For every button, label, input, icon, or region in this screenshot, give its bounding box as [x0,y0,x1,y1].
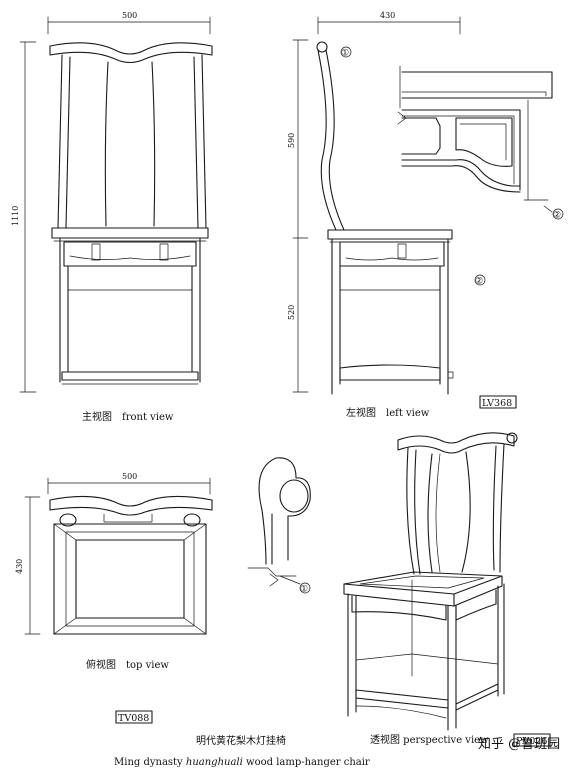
detail-marker-2a: ② [552,208,564,221]
top-depth-label: 430 [15,559,24,574]
side-upper-label: 590 [287,133,296,148]
side-width-label: 430 [380,11,395,20]
side-lower-label: 520 [287,305,296,320]
front-view-label: 主视图 front view [82,410,174,423]
perspective-view-tag: PV026 [513,733,551,747]
crest-end-detail-drawing [247,457,311,587]
svg-text:PV026: PV026 [516,736,547,747]
svg-text:①: ① [300,585,308,595]
top-view-tag: TV088 [115,710,153,724]
front-view-drawing: 500 1110 [11,11,213,393]
front-height-label: 1110 [11,206,20,226]
svg-text:TV088: TV088 [118,713,149,724]
top-view-label: 俯视图 top view [86,658,169,671]
svg-text:②: ② [475,277,483,287]
detail-marker-1: ① [340,46,352,59]
svg-text:②: ② [553,211,561,221]
top-width-label: 500 [122,472,137,481]
chair-title-english: Ming dynasty huanghuali wood lamp-hanger… [114,757,370,768]
svg-text:①: ① [341,49,349,59]
left-view-label: 左视图 left view [346,406,430,419]
front-width-label: 500 [122,11,137,20]
svg-text:LV368: LV368 [482,398,512,409]
left-view-tag: LV368 [479,395,517,409]
detail-marker-2b: ② [474,274,486,287]
joint-detail-drawing [397,65,553,213]
perspective-view-label: 透视图 perspective view [370,733,489,746]
watermark: 知乎 @鲁班园 [478,736,560,752]
top-view-drawing: 500 430 [15,472,213,635]
detail-marker-1b: ① [299,582,311,595]
perspective-view-drawing [343,432,518,731]
chair-title-chinese: 明代黄花梨木灯挂椅 [196,734,286,747]
left-view-drawing: 430 590 520 [287,11,461,395]
